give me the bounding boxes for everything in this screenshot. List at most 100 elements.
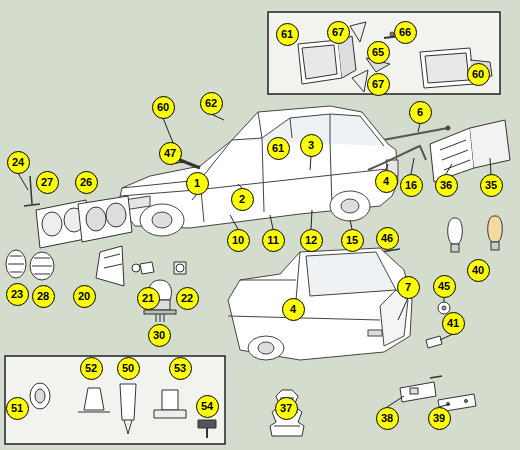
callout-number: 38: [376, 407, 399, 430]
clip-inset-shape: [206, 428, 208, 438]
plate-lamps-shape: [430, 376, 442, 378]
clip-inset-shape: [198, 420, 216, 428]
callout-number: 28: [32, 285, 55, 308]
callout-number: 10: [227, 229, 250, 252]
callout-number: 6: [409, 101, 432, 124]
leader-line-shape: [446, 164, 452, 174]
leader-line: [18, 114, 491, 407]
callout-number: 61: [276, 23, 299, 46]
leader-line-shape: [398, 298, 408, 320]
wagon-outline-shape: [228, 248, 412, 360]
trim-strip-shape: [368, 146, 426, 170]
small-lamps-shape: [96, 246, 124, 286]
callout-text: 38: [381, 413, 393, 424]
wagon-outline-shape: [240, 252, 396, 300]
callout-number: 47: [159, 142, 182, 165]
callout-text: 52: [85, 363, 97, 374]
callout-text: 53: [174, 363, 186, 374]
callout-text: 28: [37, 291, 49, 302]
mirror-inset-shape: [420, 48, 474, 88]
callout-number: 27: [36, 171, 59, 194]
callout-number: 23: [6, 283, 29, 306]
sedan-outline-shape: [330, 191, 370, 221]
callout-number: 41: [442, 312, 465, 335]
sedan-outline-shape: [140, 204, 184, 236]
clip-inset: [5, 356, 225, 444]
callout-text: 67: [372, 79, 384, 90]
sedan-outline-shape: [341, 199, 359, 213]
callout-number: 46: [376, 227, 399, 250]
callout-text: 2: [239, 194, 245, 205]
mirror-inset-shape: [268, 12, 500, 94]
callout-number: 16: [400, 174, 423, 197]
leader-line-shape: [490, 158, 491, 174]
callout-number: 53: [169, 357, 192, 380]
clip-inset-shape: [120, 384, 136, 420]
mirror-inset: [268, 12, 500, 94]
callout-text: 6: [417, 107, 423, 118]
callout-number: 21: [137, 287, 160, 310]
callout-text: 66: [399, 27, 411, 38]
callout-number: 22: [176, 287, 199, 310]
callout-number: 37: [275, 397, 298, 420]
headlamps-shape: [42, 212, 62, 236]
mirror-inset-shape: [298, 40, 342, 84]
rubber-boot-shape: [270, 390, 304, 436]
headlamps-shape: [86, 207, 106, 231]
small-lamps-shape: [104, 254, 122, 268]
callout-text: 23: [11, 289, 23, 300]
callout-number: 11: [262, 229, 285, 252]
mirror-inset-shape: [350, 22, 366, 42]
callout-text: 30: [153, 330, 165, 341]
wagon-outline-shape: [228, 316, 380, 320]
leader-line-shape: [411, 158, 414, 174]
callout-text: 61: [281, 29, 293, 40]
clip-inset-shape: [154, 410, 186, 418]
tail-lamps-shape: [430, 128, 474, 182]
callout-text: 54: [201, 401, 213, 412]
sedan-outline: [118, 106, 398, 236]
bulbs-shape: [448, 218, 463, 244]
h4-bulb-shape: [144, 310, 176, 314]
callout-text: 60: [472, 69, 484, 80]
callout-text: 50: [122, 363, 134, 374]
callout-number: 2: [231, 188, 254, 211]
leader-line-shape: [192, 194, 197, 200]
callout-number: 3: [300, 134, 323, 157]
callout-number: 60: [152, 96, 175, 119]
clip-inset-shape: [162, 390, 178, 410]
callout-text: 4: [383, 176, 389, 187]
wagon-outline-shape: [248, 336, 284, 360]
trim-strip: [368, 146, 426, 170]
wagon-outline-shape: [258, 342, 274, 354]
h4-bulb-shape: [156, 314, 164, 322]
callout-number: 62: [200, 92, 223, 115]
callout-number: 50: [117, 357, 140, 380]
callout-text: 47: [164, 148, 176, 159]
callout-text: 51: [11, 403, 23, 414]
plate-lamps-shape: [400, 382, 436, 402]
callout-text: 20: [78, 291, 90, 302]
clip-inset-shape: [35, 389, 45, 403]
callout-number: 26: [75, 171, 98, 194]
callout-number: 4: [282, 298, 305, 321]
callout-number: 45: [433, 275, 456, 298]
tail-lamps-shape: [440, 140, 470, 170]
wagon-outline: [228, 248, 412, 360]
plate-lamps-shape: [465, 400, 468, 403]
clip-inset-shape: [5, 356, 225, 444]
callout-text: 3: [308, 140, 314, 151]
leader-line-shape: [440, 334, 453, 340]
small-lamps-shape: [140, 262, 154, 274]
small-lamps-shape: [8, 256, 24, 272]
bulbs-shape: [451, 244, 459, 252]
callout-text: 35: [485, 180, 497, 191]
callout-text: 1: [194, 178, 200, 189]
small-parts-shape: [442, 306, 446, 310]
callout-text: 65: [372, 47, 384, 58]
callout-number: 39: [428, 407, 451, 430]
callout-number: 52: [80, 357, 103, 380]
leader-line-shape: [18, 173, 28, 190]
callout-number: 40: [467, 259, 490, 282]
